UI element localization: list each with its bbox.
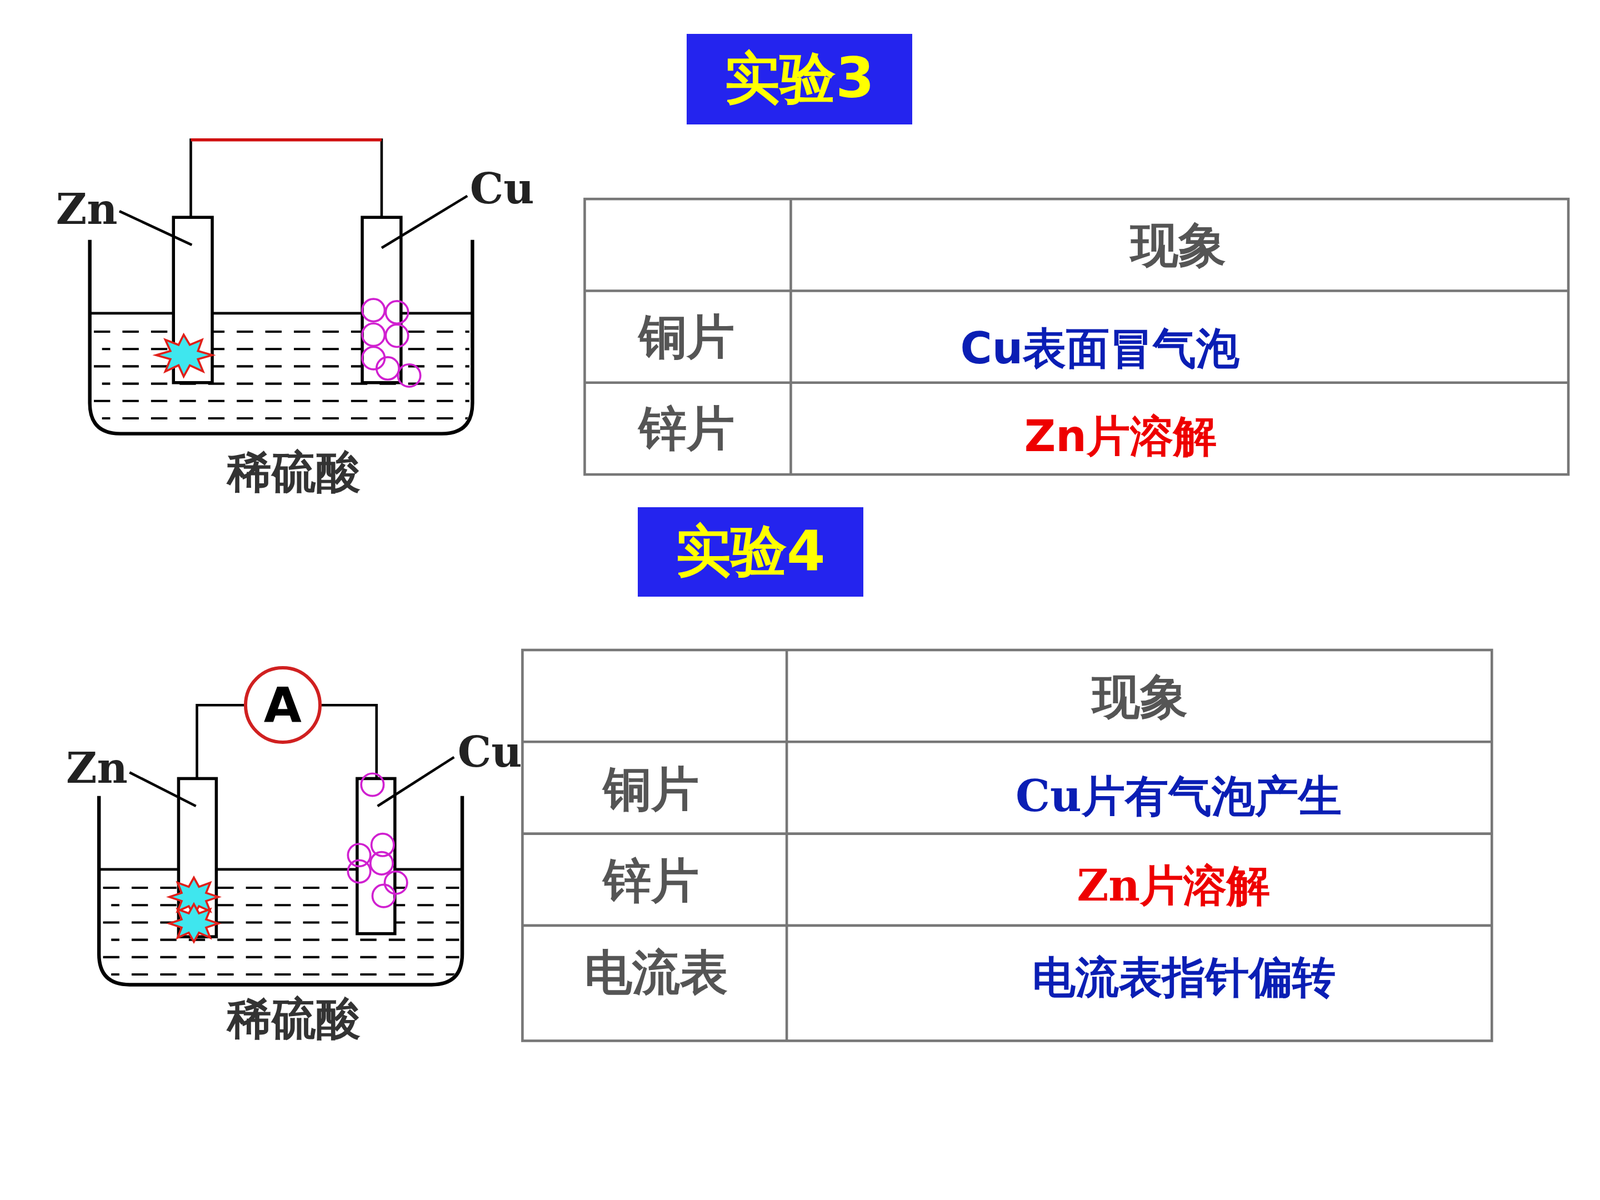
beaker-4 bbox=[98, 705, 463, 985]
solution-label: 稀硫酸 bbox=[227, 993, 361, 1043]
node-text: 实验4 bbox=[675, 514, 826, 590]
part-label: Zn bbox=[66, 745, 128, 792]
solution-label: 稀硫酸 bbox=[227, 447, 361, 497]
table-3 bbox=[584, 198, 1569, 475]
table-header: 现象 bbox=[1092, 670, 1188, 724]
table-header: 电流表 bbox=[584, 946, 728, 999]
experiment-tag: 实验4 bbox=[637, 507, 864, 598]
table-header: 现象 bbox=[1130, 218, 1227, 272]
experiment-tag: 实验3 bbox=[686, 33, 913, 125]
table-cell: Zn片溶解 bbox=[1024, 412, 1217, 461]
table-cell: 电流表指针偏转 bbox=[1032, 953, 1336, 1002]
part-label: Cu bbox=[470, 165, 535, 213]
table-cell: Zn片溶解 bbox=[1076, 861, 1270, 910]
table-header: 铜片 bbox=[638, 310, 735, 364]
beaker-3 bbox=[90, 140, 473, 434]
part-label: Zn bbox=[56, 186, 118, 233]
table-header: 锌片 bbox=[638, 402, 735, 455]
table-header: 铜片 bbox=[603, 762, 699, 815]
part-label: Cu bbox=[457, 728, 523, 776]
table-cell: Cu表面冒气泡 bbox=[960, 325, 1240, 373]
table-header: 锌片 bbox=[603, 854, 699, 908]
ammeter-symbol: A bbox=[243, 666, 322, 744]
table-cell: Cu片有气泡产生 bbox=[1015, 772, 1342, 820]
node-text: A bbox=[263, 676, 302, 734]
node-text: 实验3 bbox=[724, 41, 875, 117]
table-4 bbox=[522, 650, 1492, 1041]
